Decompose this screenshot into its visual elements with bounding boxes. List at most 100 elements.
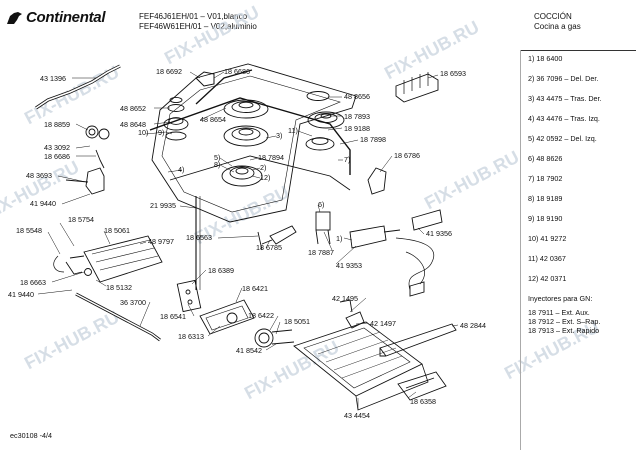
part-label: 21 9935: [150, 201, 176, 210]
exploded-parts-diagram: 43 1396 18 6692 18 6686 18 6593 48 8656 …: [8, 63, 486, 420]
burner-rear-right: [307, 111, 345, 129]
footer-code: ec30108 -4/4: [10, 431, 52, 440]
part-label: 18 7898: [360, 135, 386, 144]
wiring: [395, 237, 435, 291]
part-label: 18 6686: [44, 152, 70, 161]
part-label: 48 3693: [26, 171, 52, 180]
part-label: 18 6563: [186, 233, 212, 242]
part-label: 42 1497: [370, 319, 396, 328]
burner-center: [223, 125, 269, 147]
hob-frame: [151, 63, 357, 223]
part-label: 18 6358: [410, 397, 436, 406]
burner-cap: [167, 104, 185, 112]
part-label: 18 6786: [394, 151, 420, 160]
list-heading: Inyectores para GN:: [528, 294, 593, 303]
part-label: 5): [214, 153, 220, 162]
list-item: 1) 18 6400: [528, 54, 563, 63]
list-item: 3) 43 4475 – Tras. Der.: [528, 94, 602, 103]
part-label: 12): [260, 173, 270, 182]
ignition-block: [395, 72, 439, 103]
coupling: [85, 125, 99, 139]
list-item: 8) 18 9189: [528, 194, 563, 203]
coupling: [98, 128, 110, 140]
part-label: 18 6422: [248, 311, 274, 320]
list-item: 18 7913 – Ext. Rapido: [528, 326, 600, 335]
part-label: 18 6593: [440, 69, 466, 78]
brand-logo: Continental: [6, 9, 106, 26]
part-label: 18 5754: [68, 215, 94, 224]
burner-right-front: [305, 137, 335, 151]
header-divider: [520, 50, 636, 51]
part-label: 18 6663: [20, 278, 46, 287]
part-label: 18 6785: [256, 243, 282, 252]
burner-left: [163, 117, 189, 141]
part-label: 41 9440: [30, 199, 56, 208]
part-label: 48 8654: [200, 115, 226, 124]
list-item: 10) 41 9272: [528, 234, 567, 243]
column-divider: [520, 50, 521, 450]
burner-rear-left: [223, 99, 269, 119]
model-line-2: FEF46W61EH/01 – V02,aluminio: [139, 22, 257, 31]
horse-logo-icon: [7, 11, 22, 24]
part-label: 43 3092: [44, 143, 70, 152]
brand-name: Continental: [26, 9, 106, 26]
model-line-1: FEF46J61EH/01 – V01,blanco: [139, 12, 248, 21]
list-item: 5) 42 0592 – Del. Izq.: [528, 134, 597, 143]
part-label: 1): [336, 234, 342, 243]
part-label: 42 1495: [332, 294, 358, 303]
part-label: 41 9353: [336, 261, 362, 270]
angle-profile: [379, 323, 457, 357]
part-label: 18 6313: [178, 332, 204, 341]
part-label: 48 9797: [148, 237, 174, 246]
part-label: 18 7894: [258, 153, 284, 162]
part-label: 9): [158, 128, 164, 137]
gas-valve: [269, 225, 297, 245]
part-label: 18 5548: [16, 226, 42, 235]
safety-valve: [349, 225, 387, 249]
part-label: 10): [138, 128, 148, 137]
mounting-plate: [83, 235, 163, 283]
part-label: 18 8859: [44, 120, 70, 129]
part-label: 48 8656: [344, 92, 370, 101]
part-label: 36 3700: [120, 298, 146, 307]
part-label: 18 7893: [344, 112, 370, 121]
gas-rail: [149, 97, 351, 175]
list-item: 4) 43 4476 – Tras. Izq.: [528, 114, 600, 123]
list-item: 6) 48 8626: [528, 154, 563, 163]
part-label: 41 8542: [236, 346, 262, 355]
part-label: 48 2844: [460, 321, 486, 330]
part-label: 11): [288, 126, 298, 135]
list-item: 11) 42 0367: [528, 254, 566, 263]
list-item: 12) 42 0371: [528, 274, 567, 283]
part-label: 43 1396: [40, 74, 66, 83]
part-label: 41 9356: [426, 229, 452, 238]
bracket: [411, 209, 443, 231]
list-item: 7) 18 7902: [528, 174, 563, 183]
part-label: 2): [260, 163, 266, 172]
list-item: 18 7911 – Ext. Aux.: [528, 308, 590, 317]
valve-mount: [397, 371, 447, 401]
oven-burner-tray: [293, 321, 423, 397]
burner-front: [221, 165, 263, 187]
section-subtitle: Cocina a gas: [534, 22, 581, 31]
part-label: 41 9440: [8, 290, 34, 299]
part-label: 18 6686: [224, 67, 250, 76]
part-label: 18 6541: [160, 312, 186, 321]
transformer: [315, 211, 331, 231]
part-label: 3): [276, 131, 282, 140]
valve-body: [85, 167, 105, 195]
burner-cap: [306, 91, 330, 101]
part-label: 18 5132: [106, 283, 132, 292]
part-label: 8): [214, 160, 220, 169]
list-item: 18 7912 – Ext. S–Rap.: [528, 317, 601, 326]
part-label: 18 9188: [344, 124, 370, 133]
burner-cap: [169, 96, 183, 104]
part-label: 18 5061: [104, 226, 130, 235]
part-label: 18 6421: [242, 284, 268, 293]
part-label: 7): [344, 155, 350, 164]
control-knob: [254, 328, 274, 348]
part-label: 43 4454: [344, 411, 370, 420]
part-label: 6): [318, 200, 324, 209]
part-label: 4): [178, 165, 184, 174]
part-label: 18 6389: [208, 266, 234, 275]
